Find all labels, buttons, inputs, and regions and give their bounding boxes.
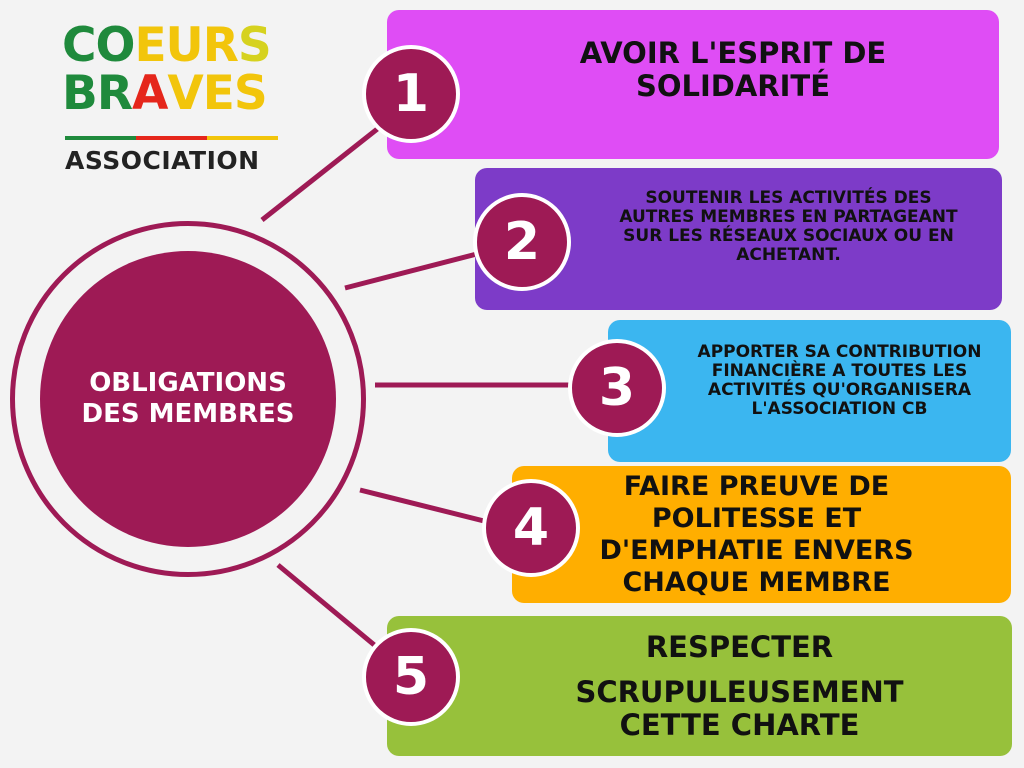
obligation-text: SOLIDARITÉ (635, 68, 831, 103)
obligation-text: SUR LES RÉSEAUX SOCIAUX OU EN (623, 226, 954, 246)
stripe-segment (207, 136, 278, 140)
logo-text: VES (167, 66, 267, 121)
obligation-box-4: FAIRE PREUVE DE POLITESSE ET D'EMPHATIE … (512, 466, 1011, 603)
connector-5 (276, 563, 392, 660)
hub-title-line-1: OBLIGATIONS (89, 368, 287, 398)
obligation-text: SOUTENIR LES ACTIVITÉS DES (645, 188, 932, 208)
number-badge-2: 2 (473, 193, 571, 291)
obligation-box-2: SOUTENIR LES ACTIVITÉS DES AUTRES MEMBRE… (475, 168, 1002, 310)
obligation-text: AVOIR L'ESPRIT DE (579, 35, 887, 70)
obligation-text: APPORTER SA CONTRIBUTION (697, 342, 982, 362)
obligation-text: L'ASSOCIATION CB (751, 399, 928, 419)
connector-4 (359, 487, 501, 528)
hub-title-line-2: DES MEMBRES (81, 399, 295, 429)
number-badge-3: 3 (568, 339, 666, 437)
obligation-text: ACTIVITÉS QU'ORGANISERA (707, 380, 972, 400)
obligation-box-1: AVOIR L'ESPRIT DE SOLIDARITÉ (387, 10, 999, 159)
number-badge-5: 5 (362, 628, 460, 726)
obligation-text: ACHETANT. (736, 245, 841, 265)
obligation-box-5: RESPECTER SCRUPULEUSEMENT CETTE CHARTE (387, 616, 1012, 756)
number-badge-4: 4 (482, 479, 580, 577)
stripe-segment (136, 136, 207, 140)
logo-subtitle: ASSOCIATION (65, 146, 260, 175)
obligation-text: FINANCIÈRE A TOUTES LES (711, 361, 968, 381)
obligation-text: FAIRE PREUVE DE (623, 470, 890, 502)
logo-text: EUR (134, 18, 238, 73)
connector-1 (260, 113, 397, 222)
obligation-text: RESPECTER (645, 629, 834, 664)
obligation-text: SCRUPULEUSEMENT (575, 674, 904, 709)
logo-stripe (65, 136, 278, 140)
obligation-text: POLITESSE ET (651, 502, 862, 534)
logo-line-1: COEURS (62, 22, 282, 70)
obligation-text: CETTE CHARTE (619, 707, 860, 742)
obligation-text: AUTRES MEMBRES EN PARTAGEANT (619, 207, 958, 227)
obligation-box-3: APPORTER SA CONTRIBUTION FINANCIÈRE A TO… (608, 320, 1011, 462)
logo-text: S (237, 18, 272, 73)
obligation-text: CHAQUE MEMBRE (622, 566, 891, 598)
logo-text: A (132, 66, 168, 121)
hub-circle: OBLIGATIONS DES MEMBRES (40, 251, 336, 547)
association-logo: COEURS BRAVES ASSOCIATION (62, 22, 282, 175)
logo-text: BR (62, 66, 133, 121)
obligation-text: D'EMPHATIE ENVERS (599, 534, 914, 566)
stripe-segment (65, 136, 136, 140)
logo-text: CO (62, 18, 135, 73)
number-badge-1: 1 (362, 45, 460, 143)
logo-line-2: BRAVES (62, 70, 282, 118)
